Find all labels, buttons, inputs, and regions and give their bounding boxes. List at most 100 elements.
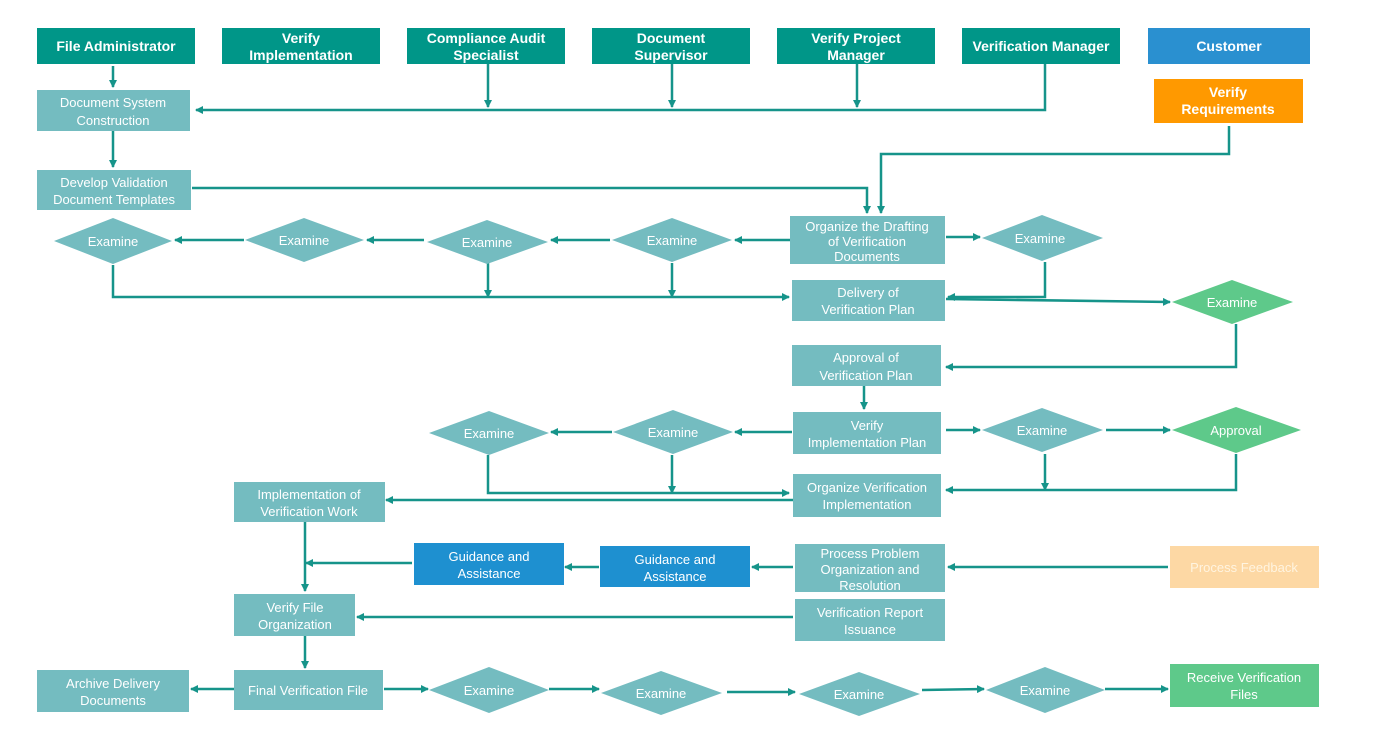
node-final-verification-file: Final Verification File — [234, 670, 383, 710]
svg-text:Documents: Documents — [834, 249, 900, 264]
svg-text:Examine: Examine — [279, 233, 330, 248]
diamond-examine-row2-2: Examine — [613, 410, 733, 454]
node-document-system-construction: Document System Construction — [37, 90, 190, 131]
node-guidance-assistance-1: Guidance and Assistance — [414, 543, 564, 585]
node-develop-templates: Develop Validation Document Templates — [37, 170, 191, 210]
svg-text:Examine: Examine — [464, 683, 515, 698]
node-verify-implementation-plan: Verify Implementation Plan — [793, 412, 941, 454]
diamond-examine-row2-1: Examine — [429, 411, 549, 455]
diamond-examine-row3-4: Examine — [986, 667, 1105, 713]
svg-text:Implementation of: Implementation of — [257, 487, 361, 502]
node-guidance-assistance-2: Guidance and Assistance — [600, 546, 750, 587]
svg-text:Verification Report: Verification Report — [817, 605, 924, 620]
header-verify-implementation-line1: Verify — [282, 30, 320, 46]
svg-text:Implementation: Implementation — [823, 497, 912, 512]
node-process-feedback: Process Feedback — [1170, 546, 1319, 588]
decision-diamonds: Examine Examine Examine Examine Examine … — [54, 215, 1301, 716]
svg-text:Examine: Examine — [464, 426, 515, 441]
svg-text:Documents: Documents — [80, 693, 146, 708]
diamond-examine-customer: Examine — [1172, 280, 1293, 324]
header-customer: Customer — [1148, 28, 1310, 64]
node-organize-verification-implementation: Organize Verification Implementation — [793, 474, 941, 517]
svg-text:Examine: Examine — [648, 425, 699, 440]
svg-text:Organization: Organization — [258, 617, 332, 632]
svg-text:Examine: Examine — [636, 686, 687, 701]
svg-text:Approval: Approval — [1210, 423, 1261, 438]
svg-text:Examine: Examine — [88, 234, 139, 249]
svg-text:Approval of: Approval of — [833, 350, 899, 365]
svg-text:Assistance: Assistance — [644, 569, 707, 584]
node-receive-verification-files: Receive Verification Files — [1170, 664, 1319, 707]
arrow-approval-to-organize-impl — [945, 454, 1238, 494]
diamond-examine-row2-3: Examine — [982, 408, 1103, 452]
node-verify-requirements: Verify Requirements — [1154, 79, 1303, 123]
line-exam-right-join — [947, 262, 1047, 301]
node-implementation-verification-work: Implementation of Verification Work — [234, 482, 385, 522]
svg-text:Guidance and: Guidance and — [449, 549, 530, 564]
arrow-templates-to-drafting — [192, 186, 871, 214]
svg-text:Issuance: Issuance — [844, 622, 896, 637]
node-organize-drafting: Organize the Drafting of Verification Do… — [790, 216, 945, 264]
svg-text:Resolution: Resolution — [839, 578, 900, 593]
node-verify-file-organization: Verify File Organization — [234, 594, 355, 636]
svg-text:Examine: Examine — [1015, 231, 1066, 246]
node-process-problem: Process Problem Organization and Resolut… — [795, 544, 945, 593]
header-verification-manager: Verification Manager — [962, 28, 1120, 64]
diamond-examine-row3-1: Examine — [429, 667, 549, 713]
diamond-examine-row1-5: Examine — [982, 215, 1103, 261]
svg-text:Guidance and: Guidance and — [635, 552, 716, 567]
header-customer-label: Customer — [1196, 38, 1262, 54]
header-document-supervisor: Document Supervisor — [592, 28, 750, 64]
svg-text:Archive Delivery: Archive Delivery — [66, 676, 160, 691]
node-verification-report-issuance: Verification Report Issuance — [795, 599, 945, 641]
svg-text:Organize the Drafting: Organize the Drafting — [805, 219, 929, 234]
svg-text:Examine: Examine — [834, 687, 885, 702]
diamond-approval: Approval — [1172, 407, 1301, 453]
header-verification-manager-label: Verification Manager — [973, 38, 1110, 54]
svg-text:Verify File: Verify File — [266, 600, 323, 615]
node-archive-delivery-documents: Archive Delivery Documents — [37, 670, 189, 712]
header-compliance-audit-specialist: Compliance Audit Specialist — [407, 28, 565, 64]
node-approval-verification-plan: Approval of Verification Plan — [792, 345, 941, 386]
arrow-req-to-drafting — [877, 126, 1231, 214]
diamond-examine-row3-2: Examine — [601, 671, 722, 715]
svg-text:Verification Work: Verification Work — [260, 504, 358, 519]
svg-text:Examine: Examine — [1017, 423, 1068, 438]
svg-text:Examine: Examine — [462, 235, 513, 250]
svg-text:Delivery of: Delivery of — [837, 285, 899, 300]
svg-text:Assistance: Assistance — [458, 566, 521, 581]
svg-text:Construction: Construction — [77, 113, 150, 128]
connectors — [109, 64, 1238, 696]
svg-text:Receive Verification: Receive Verification — [1187, 670, 1301, 685]
arrow-cust-exam-to-approval — [945, 324, 1238, 371]
process-nodes: Document System Construction Develop Val… — [37, 79, 1319, 712]
header-verify-project-manager: Verify Project Manager — [777, 28, 935, 64]
diamond-examine-row1-1: Examine — [54, 218, 172, 264]
diamond-examine-row1-2: Examine — [245, 218, 364, 262]
header-file-administrator: File Administrator — [37, 28, 195, 64]
svg-text:Organization and: Organization and — [820, 562, 919, 577]
diamond-examine-row1-4: Examine — [612, 218, 732, 262]
svg-text:Examine: Examine — [1207, 295, 1258, 310]
header-verify-implementation: Verify Implementation — [222, 28, 380, 64]
svg-text:Document Templates: Document Templates — [53, 192, 175, 207]
diamond-examine-row3-3: Examine — [799, 672, 920, 716]
header-doc-supervisor-line1: Document — [637, 30, 706, 46]
header-doc-supervisor-line2: Supervisor — [634, 47, 708, 63]
svg-text:Verify: Verify — [851, 418, 884, 433]
svg-text:Process Feedback: Process Feedback — [1190, 560, 1298, 575]
header-compliance-line1: Compliance Audit — [427, 30, 546, 46]
svg-text:Verify: Verify — [1209, 84, 1247, 100]
header-compliance-line2: Specialist — [453, 47, 519, 63]
svg-text:Implementation Plan: Implementation Plan — [808, 435, 927, 450]
swimlane-headers: File Administrator Verify Implementation… — [37, 28, 1310, 64]
svg-text:Organize Verification: Organize Verification — [807, 480, 927, 495]
svg-text:Examine: Examine — [1020, 683, 1071, 698]
svg-text:Files: Files — [1230, 687, 1258, 702]
header-file-administrator-label: File Administrator — [56, 38, 176, 54]
svg-text:Document System: Document System — [60, 95, 166, 110]
arrow-exam-d3-to-d4 — [921, 685, 985, 694]
svg-text:Process Problem: Process Problem — [821, 546, 920, 561]
diamond-examine-row1-3: Examine — [427, 220, 548, 264]
